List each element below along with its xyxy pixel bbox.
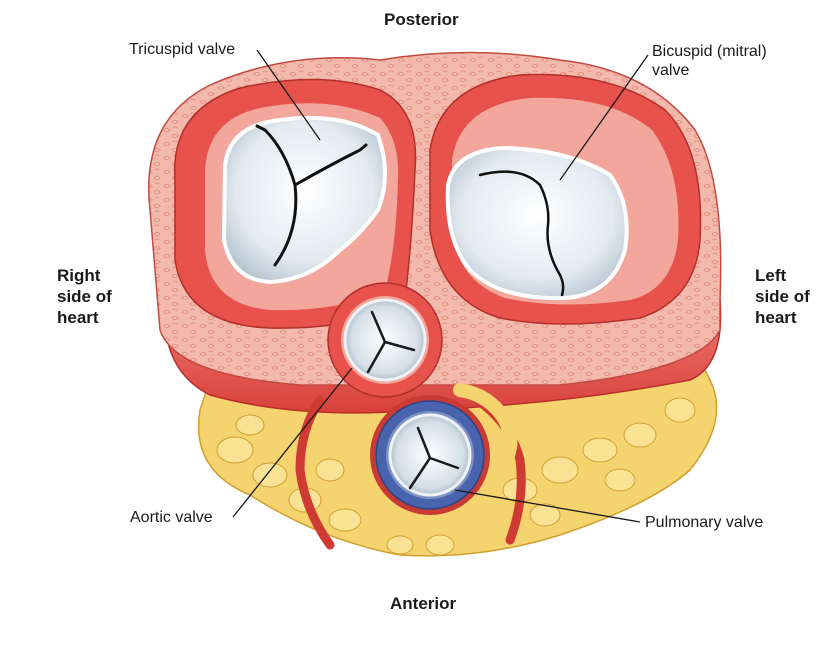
leader-pulmonary [454,489,641,523]
mitral-label-line-2: valve [652,62,690,79]
pulmonary-commissures [408,426,460,490]
leader-aortic [232,367,353,518]
left-side-label: Left side of heart [755,265,810,328]
coronary-artery-left [295,395,335,550]
right-side-line-2: side of [57,287,112,306]
posterior-label: Posterior [384,10,459,29]
right-side-label: Right side of heart [57,265,112,328]
pulmonary-valve-label: Pulmonary valve [645,514,764,531]
tricuspid-commissures [255,124,368,267]
right-side-line-1: Right [57,266,101,285]
fat-fold [453,383,518,477]
mitral-commissure [478,170,565,297]
mitral-label-line-1: Bicuspid (mitral) [652,43,767,60]
aortic-valve-label: Aortic valve [130,509,213,526]
aortic-commissures [366,310,416,374]
anterior-label: Anterior [390,594,457,613]
leader-tricuspid [256,49,321,141]
mitral-valve-leaflets [445,145,629,301]
leader-mitral [559,54,649,181]
right-side-line-3: heart [57,308,99,327]
left-side-line-2: side of [755,287,810,306]
mitral-valve-label: Bicuspid (mitral) valve [652,42,767,80]
tricuspid-valve-label: Tricuspid valve [129,41,236,58]
left-side-line-3: heart [755,308,797,327]
callout-lines [232,49,649,523]
left-side-line-1: Left [755,266,787,285]
